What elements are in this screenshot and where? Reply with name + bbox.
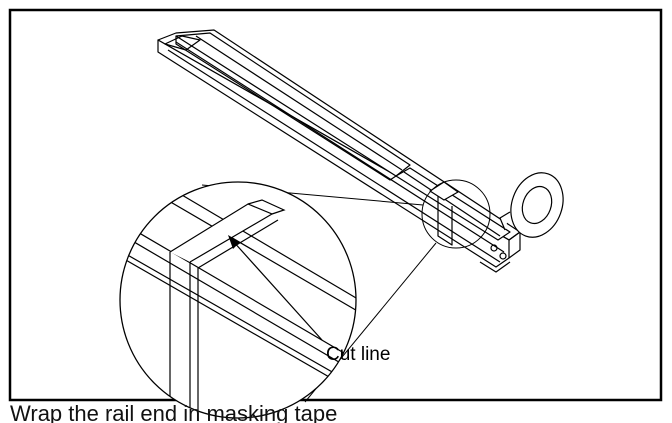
masking-tape-roll bbox=[499, 172, 564, 238]
cut-line-arrow bbox=[228, 235, 323, 341]
figure-border bbox=[8, 8, 663, 402]
cut-line-label: Cut line bbox=[326, 344, 390, 365]
magnified-detail bbox=[119, 181, 357, 419]
exit-device-rail bbox=[157, 29, 521, 273]
figure-caption: Wrap the rail end in masking tape bbox=[10, 401, 338, 423]
